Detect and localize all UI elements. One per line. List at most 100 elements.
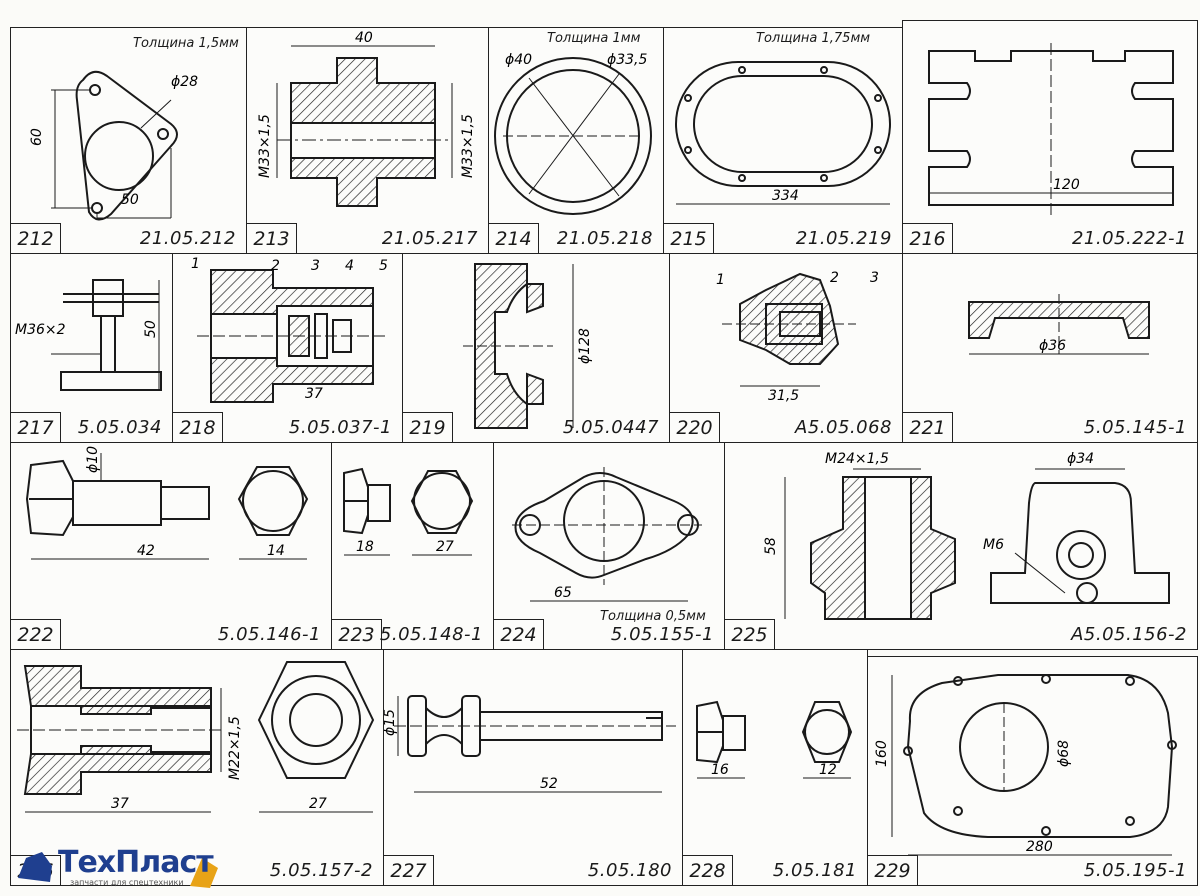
dim-222-hex: 14 [267,543,285,559]
note-224: Толщина 0,5мм [600,609,706,624]
cell-216: 120 216 21.05.222-1 [902,20,1198,254]
dim-212-diameter: ϕ28 [171,74,198,90]
part-number-217: 217 [11,412,61,442]
part-212-drawing: 60 50 ϕ28 [29,70,198,221]
label-218-5: 5 [379,258,388,274]
dim-227-diameter: ϕ15 [384,709,398,736]
dim-217-height: 50 [143,320,159,338]
part-code-226: 5.05.157-2 [269,860,373,881]
part-number-220: 220 [670,412,720,442]
part-code-216: 21.05.222-1 [1071,228,1187,249]
cell-229: 160 ϕ68 280 229 5.05.195-1 [867,656,1198,886]
part-code-222: 5.05.146-1 [217,624,321,645]
techplast-logo [18,852,218,888]
logo-subtitle: запчасти для спецтехники [70,878,184,887]
part-number-224: 224 [494,619,544,649]
dim-225-thread: M24×1,5 [825,451,889,467]
dim-227-length: 52 [540,776,558,792]
dim-222-diameter: ϕ10 [85,446,101,473]
part-220-drawing: 1 2 3 31,5 [716,270,879,404]
part-number-212: 212 [11,223,61,253]
part-code-212: 21.05.212 [139,228,236,249]
part-number-215: 215 [664,223,714,253]
note-214: Толщина 1мм [547,31,641,46]
label-218-3: 3 [311,258,320,274]
cell-213: 40 M33×1,5 M33×1,5 213 21.05.217 [246,27,489,254]
dim-213-thread-right: M33×1,5 [460,114,476,178]
cell-222: ϕ10 42 14 222 5.05.146-1 [10,442,332,650]
part-213-drawing: 40 M33×1,5 M33×1,5 [257,30,476,207]
part-219-drawing: ϕ128 [463,263,593,429]
part-code-224: 5.05.155-1 [610,624,714,645]
dim-228-length: 16 [711,762,729,778]
part-number-218: 218 [173,412,223,442]
part-code-215: 21.05.219 [795,228,892,249]
dim-229-length: 280 [1026,839,1053,855]
dim-225-bolt: M6 [983,537,1004,553]
part-226-drawing: M22×1,5 37 27 [17,661,375,813]
part-221-drawing: ϕ36 [968,294,1150,355]
dim-228-hex: 12 [819,762,837,778]
dim-214-inner: ϕ33,5 [607,52,648,68]
part-number-228: 228 [683,855,733,885]
dim-229-diameter: ϕ68 [1056,740,1072,767]
part-code-220: А5.05.068 [795,417,892,438]
part-225-drawing: M24×1,5 58 ϕ34 M6 [763,451,1170,620]
part-code-217: 5.05.034 [77,417,162,438]
part-number-223: 223 [332,619,382,649]
part-code-218: 5.05.037-1 [288,417,392,438]
dim-215-length: 334 [772,188,799,204]
label-218-2: 2 [271,258,280,274]
part-218-drawing: 1 2 3 4 5 37 [191,256,388,403]
dim-217-thread: M36×2 [15,322,66,338]
cell-221: ϕ36 221 5.05.145-1 [902,253,1198,443]
cell-223: 18 27 223 5.05.148-1 [331,442,494,650]
part-number-214: 214 [489,223,539,253]
dim-213-thread-left: M33×1,5 [257,114,273,178]
cell-228: 16 12 228 5.05.181 [682,649,868,886]
part-code-223: 5.05.148-1 [379,624,483,645]
dim-213-length: 40 [355,30,373,46]
label-218-1: 1 [191,256,200,272]
dim-225-height: 58 [763,537,779,555]
part-216-drawing: 120 [928,43,1174,215]
part-number-221: 221 [903,412,953,442]
part-number-227: 227 [384,855,434,885]
label-220-2: 2 [830,270,839,286]
dim-221-diameter: ϕ36 [1039,338,1066,354]
cell-212: 60 50 ϕ28 Толщина 1,5мм 212 21.05.212 [10,27,247,254]
cell-225: M24×1,5 58 ϕ34 M6 225 А5.05.156-2 [724,442,1198,650]
part-number-219: 219 [403,412,453,442]
part-224-drawing: 65 [512,467,702,602]
dim-223-hex: 27 [436,539,454,555]
cell-214: ϕ40 ϕ33,5 Толщина 1мм 214 21.05.218 [488,27,664,254]
dim-229-height: 160 [874,740,890,767]
dim-226-length: 37 [111,796,129,812]
part-code-221: 5.05.145-1 [1083,417,1187,438]
cell-215: 334 Толщина 1,75мм 215 21.05.219 [663,27,903,254]
dim-224-length: 65 [554,585,572,601]
part-number-216: 216 [903,223,953,253]
label-220-1: 1 [716,272,725,288]
part-code-228: 5.05.181 [772,860,857,881]
part-code-214: 21.05.218 [556,228,653,249]
part-code-219: 5.05.0447 [562,417,659,438]
part-223-drawing: 18 27 [343,467,474,556]
dim-218-length: 37 [305,386,323,402]
dim-222-length: 42 [137,543,155,559]
part-code-213: 21.05.217 [381,228,478,249]
part-217-drawing: M36×2 50 [15,279,162,391]
part-code-229: 5.05.195-1 [1083,860,1187,881]
dim-223-length: 18 [356,539,374,555]
dim-220-length: 31,5 [768,388,799,404]
cell-217: M36×2 50 217 5.05.034 [10,253,173,443]
cell-224: 65 Толщина 0,5мм 224 5.05.155-1 [493,442,725,650]
dim-226-thread: M22×1,5 [227,716,243,780]
part-214-drawing: ϕ40 ϕ33,5 [494,52,652,215]
note-212: Толщина 1,5мм [133,36,239,51]
dim-214-outer: ϕ40 [505,52,532,68]
dim-212-width: 50 [121,192,139,208]
cell-218: 1 2 3 4 5 37 218 5.05.037-1 [172,253,403,443]
part-number-225: 225 [725,619,775,649]
